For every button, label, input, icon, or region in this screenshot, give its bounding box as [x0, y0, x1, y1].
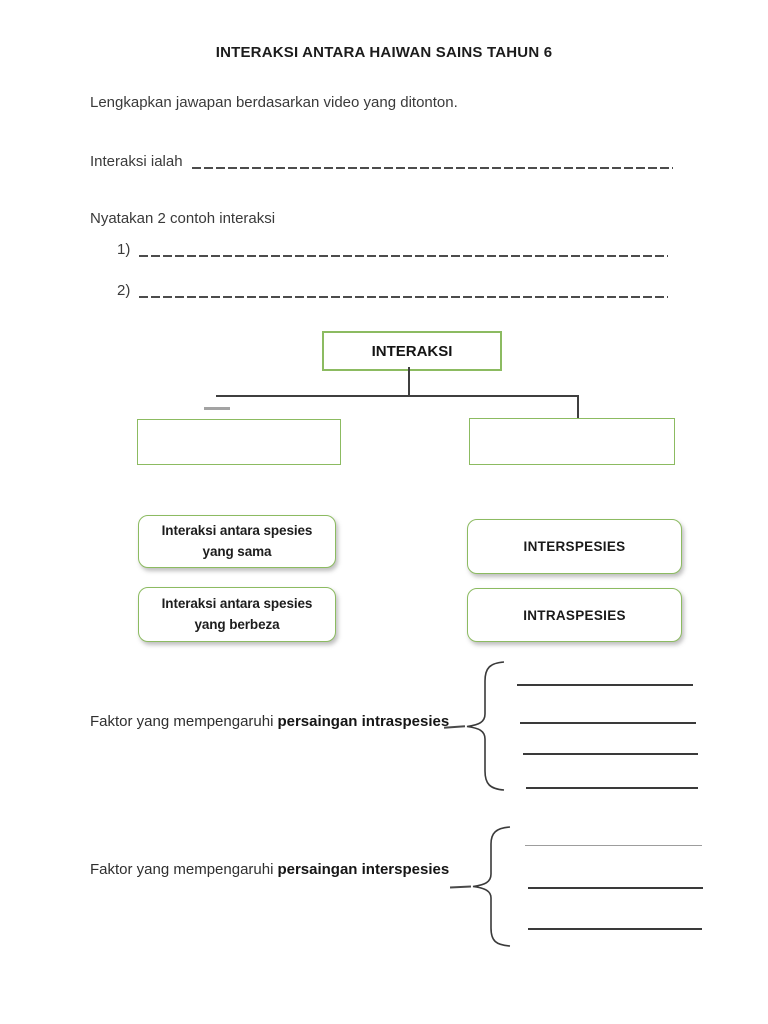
answer-line [528, 928, 702, 930]
item-number: 2) [117, 282, 131, 299]
factor-emphasis: persaingan intraspesies [277, 713, 450, 730]
connector-vertical-right [577, 395, 579, 419]
answer-line [525, 845, 702, 847]
diagram-left-empty-box [137, 419, 341, 465]
connector-horizontal [216, 395, 578, 397]
example-item-2: 2) [117, 281, 668, 299]
item-number: 1) [117, 241, 131, 258]
answer-line [526, 787, 698, 789]
card-label: Interaksi antara spesies yang berbeza [161, 595, 313, 632]
diagram-root-box: INTERAKSI [322, 331, 502, 371]
diagram-right-empty-box [469, 418, 675, 465]
blank-line [139, 255, 668, 257]
factor-emphasis: persaingan interspesies [277, 861, 450, 878]
card-intraspesies: INTRASPESIES [467, 588, 682, 642]
factor-prefix: Faktor yang mempengaruhi [90, 861, 274, 878]
blank-line [191, 167, 673, 169]
answer-line [517, 684, 693, 686]
instruction-text: Lengkapkan jawapan berdasarkan video yan… [90, 94, 458, 111]
blank-line [139, 296, 668, 298]
card-same-species: Interaksi antara spesies yang sama [138, 515, 336, 568]
card-different-species: Interaksi antara spesies yang berbeza [138, 587, 336, 642]
examples-question-label: Nyatakan 2 contoh interaksi [90, 210, 276, 227]
curly-brace-icon [466, 661, 505, 791]
card-interspesies: INTERSPESIES [467, 519, 682, 574]
page-title: INTERAKSI ANTARA HAIWAN SAINS TAHUN 6 [215, 44, 553, 61]
factor-prefix: Faktor yang mempengaruhi [90, 713, 274, 730]
connector-vertical-top [408, 367, 410, 396]
card-label: Interaksi antara spesies yang sama [161, 522, 313, 559]
definition-label: Interaksi ialah [90, 153, 183, 170]
stray-gray-dash [204, 407, 230, 410]
answer-line [528, 887, 703, 889]
definition-question-row: Interaksi ialah [90, 152, 673, 170]
answer-line [523, 753, 698, 755]
example-item-1: 1) [117, 240, 668, 258]
card-label: INTERSPESIES [523, 539, 626, 554]
diagram-root-label: INTERAKSI [371, 342, 453, 360]
curly-brace-icon [472, 826, 511, 947]
card-label: INTRASPESIES [523, 607, 626, 623]
answer-line [520, 722, 696, 724]
